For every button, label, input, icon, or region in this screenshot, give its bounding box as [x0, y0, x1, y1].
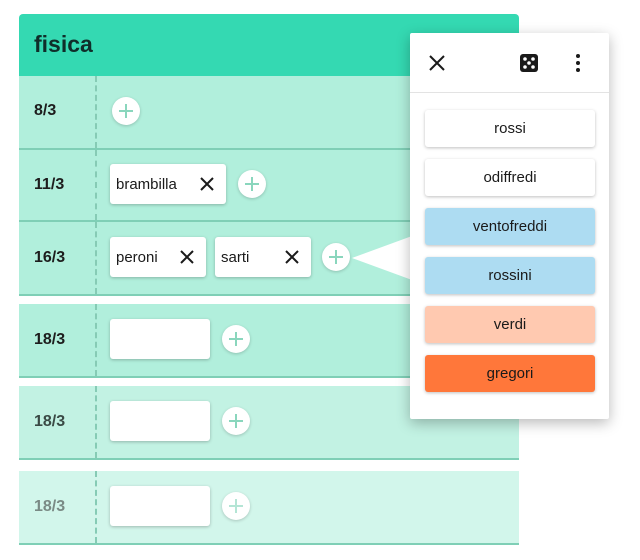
row-divider	[95, 304, 97, 376]
more-vert-icon[interactable]	[566, 51, 590, 75]
add-person-button[interactable]	[222, 492, 250, 520]
close-icon[interactable]	[425, 51, 449, 75]
add-person-button[interactable]	[238, 170, 266, 198]
dice-icon[interactable]	[517, 51, 541, 75]
row-divider	[95, 76, 97, 148]
chip-label: brambilla	[116, 176, 177, 193]
option-rossi[interactable]: rossi	[425, 110, 595, 147]
remove-icon[interactable]	[178, 248, 196, 266]
plus-icon	[229, 414, 243, 428]
popup-toolbar	[410, 33, 609, 93]
plus-icon	[229, 499, 243, 513]
add-person-button[interactable]	[112, 97, 140, 125]
person-chip[interactable]: brambilla	[110, 164, 226, 204]
person-picker-popup: rossi odiffredi ventofreddi rossini verd…	[410, 33, 609, 419]
empty-chip[interactable]	[110, 319, 210, 359]
row-date: 18/3	[34, 498, 66, 515]
empty-chip[interactable]	[110, 486, 210, 526]
option-ventofreddi[interactable]: ventofreddi	[425, 208, 595, 245]
person-chip[interactable]: sarti	[215, 237, 311, 277]
option-gregori[interactable]: gregori	[425, 355, 595, 392]
card-title: fisica	[34, 31, 93, 57]
plus-icon	[245, 177, 259, 191]
row-date: 18/3	[34, 331, 66, 348]
row-divider	[95, 386, 97, 458]
date-row: 18/3	[19, 471, 519, 545]
empty-chip[interactable]	[110, 401, 210, 441]
option-verdi[interactable]: verdi	[425, 306, 595, 343]
option-odiffredi[interactable]: odiffredi	[425, 159, 595, 196]
person-chip[interactable]: peroni	[110, 237, 206, 277]
plus-icon	[229, 332, 243, 346]
row-date: 8/3	[34, 102, 57, 119]
add-person-button[interactable]	[222, 407, 250, 435]
row-divider	[95, 471, 97, 543]
row-divider	[95, 222, 97, 294]
chip-label: sarti	[221, 249, 250, 266]
option-rossini[interactable]: rossini	[425, 257, 595, 294]
remove-icon[interactable]	[198, 175, 216, 193]
row-date: 16/3	[34, 249, 66, 266]
add-person-button[interactable]	[322, 243, 350, 271]
plus-icon	[119, 104, 133, 118]
chip-label: peroni	[116, 249, 158, 266]
add-person-button[interactable]	[222, 325, 250, 353]
remove-icon[interactable]	[283, 248, 301, 266]
plus-icon	[329, 250, 343, 264]
row-divider	[95, 150, 97, 220]
row-date: 18/3	[34, 413, 66, 430]
row-date: 11/3	[34, 176, 65, 193]
